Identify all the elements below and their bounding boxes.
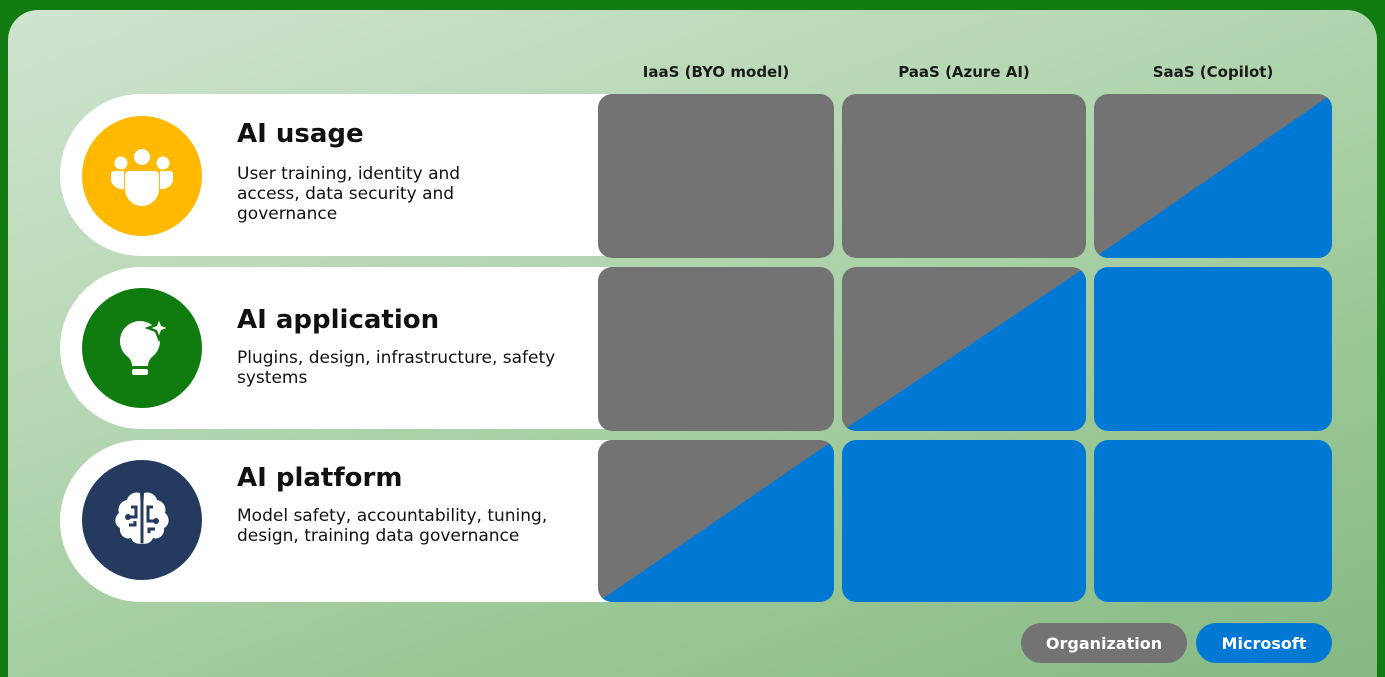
microsoft-share bbox=[598, 440, 834, 602]
cell-fill bbox=[842, 440, 1086, 602]
cell-application-saas bbox=[1094, 267, 1332, 431]
cell-fill bbox=[1094, 267, 1332, 431]
column-header-iaas: IaaS (BYO model) bbox=[642, 63, 790, 81]
cell-platform-iaas bbox=[598, 440, 834, 602]
cell-fill bbox=[598, 94, 834, 258]
legend-microsoft: Microsoft bbox=[1196, 623, 1332, 663]
row-description-ai-platform: Model safety, accountability, tuning, de… bbox=[237, 506, 548, 546]
brain-circuit-icon bbox=[82, 460, 202, 580]
legend-organization: Organization bbox=[1021, 623, 1187, 663]
microsoft-share bbox=[842, 267, 1086, 431]
column-header-paas: PaaS (Azure AI) bbox=[898, 63, 1030, 81]
cell-fill bbox=[1094, 440, 1332, 602]
microsoft-share bbox=[1094, 94, 1332, 258]
cell-application-paas bbox=[842, 267, 1086, 431]
cell-application-iaas bbox=[598, 267, 834, 431]
cell-platform-saas bbox=[1094, 440, 1332, 602]
row-title-ai-platform: AI platform bbox=[237, 463, 403, 493]
row-title-ai-application: AI application bbox=[237, 305, 440, 335]
people-group-icon bbox=[82, 116, 202, 236]
row-description-ai-application: Plugins, design, infrastructure, safety … bbox=[237, 348, 556, 388]
column-header-saas: SaaS (Copilot) bbox=[1152, 63, 1274, 81]
cell-usage-iaas bbox=[598, 94, 834, 258]
cell-usage-saas bbox=[1094, 94, 1332, 258]
cell-fill bbox=[842, 94, 1086, 258]
row-description-ai-usage: User training, identity and access, data… bbox=[237, 164, 461, 224]
row-title-ai-usage: AI usage bbox=[237, 119, 364, 149]
cell-platform-paas bbox=[842, 440, 1086, 602]
lightbulb-sparkle-icon bbox=[82, 288, 202, 408]
cell-usage-paas bbox=[842, 94, 1086, 258]
cell-fill bbox=[598, 267, 834, 431]
